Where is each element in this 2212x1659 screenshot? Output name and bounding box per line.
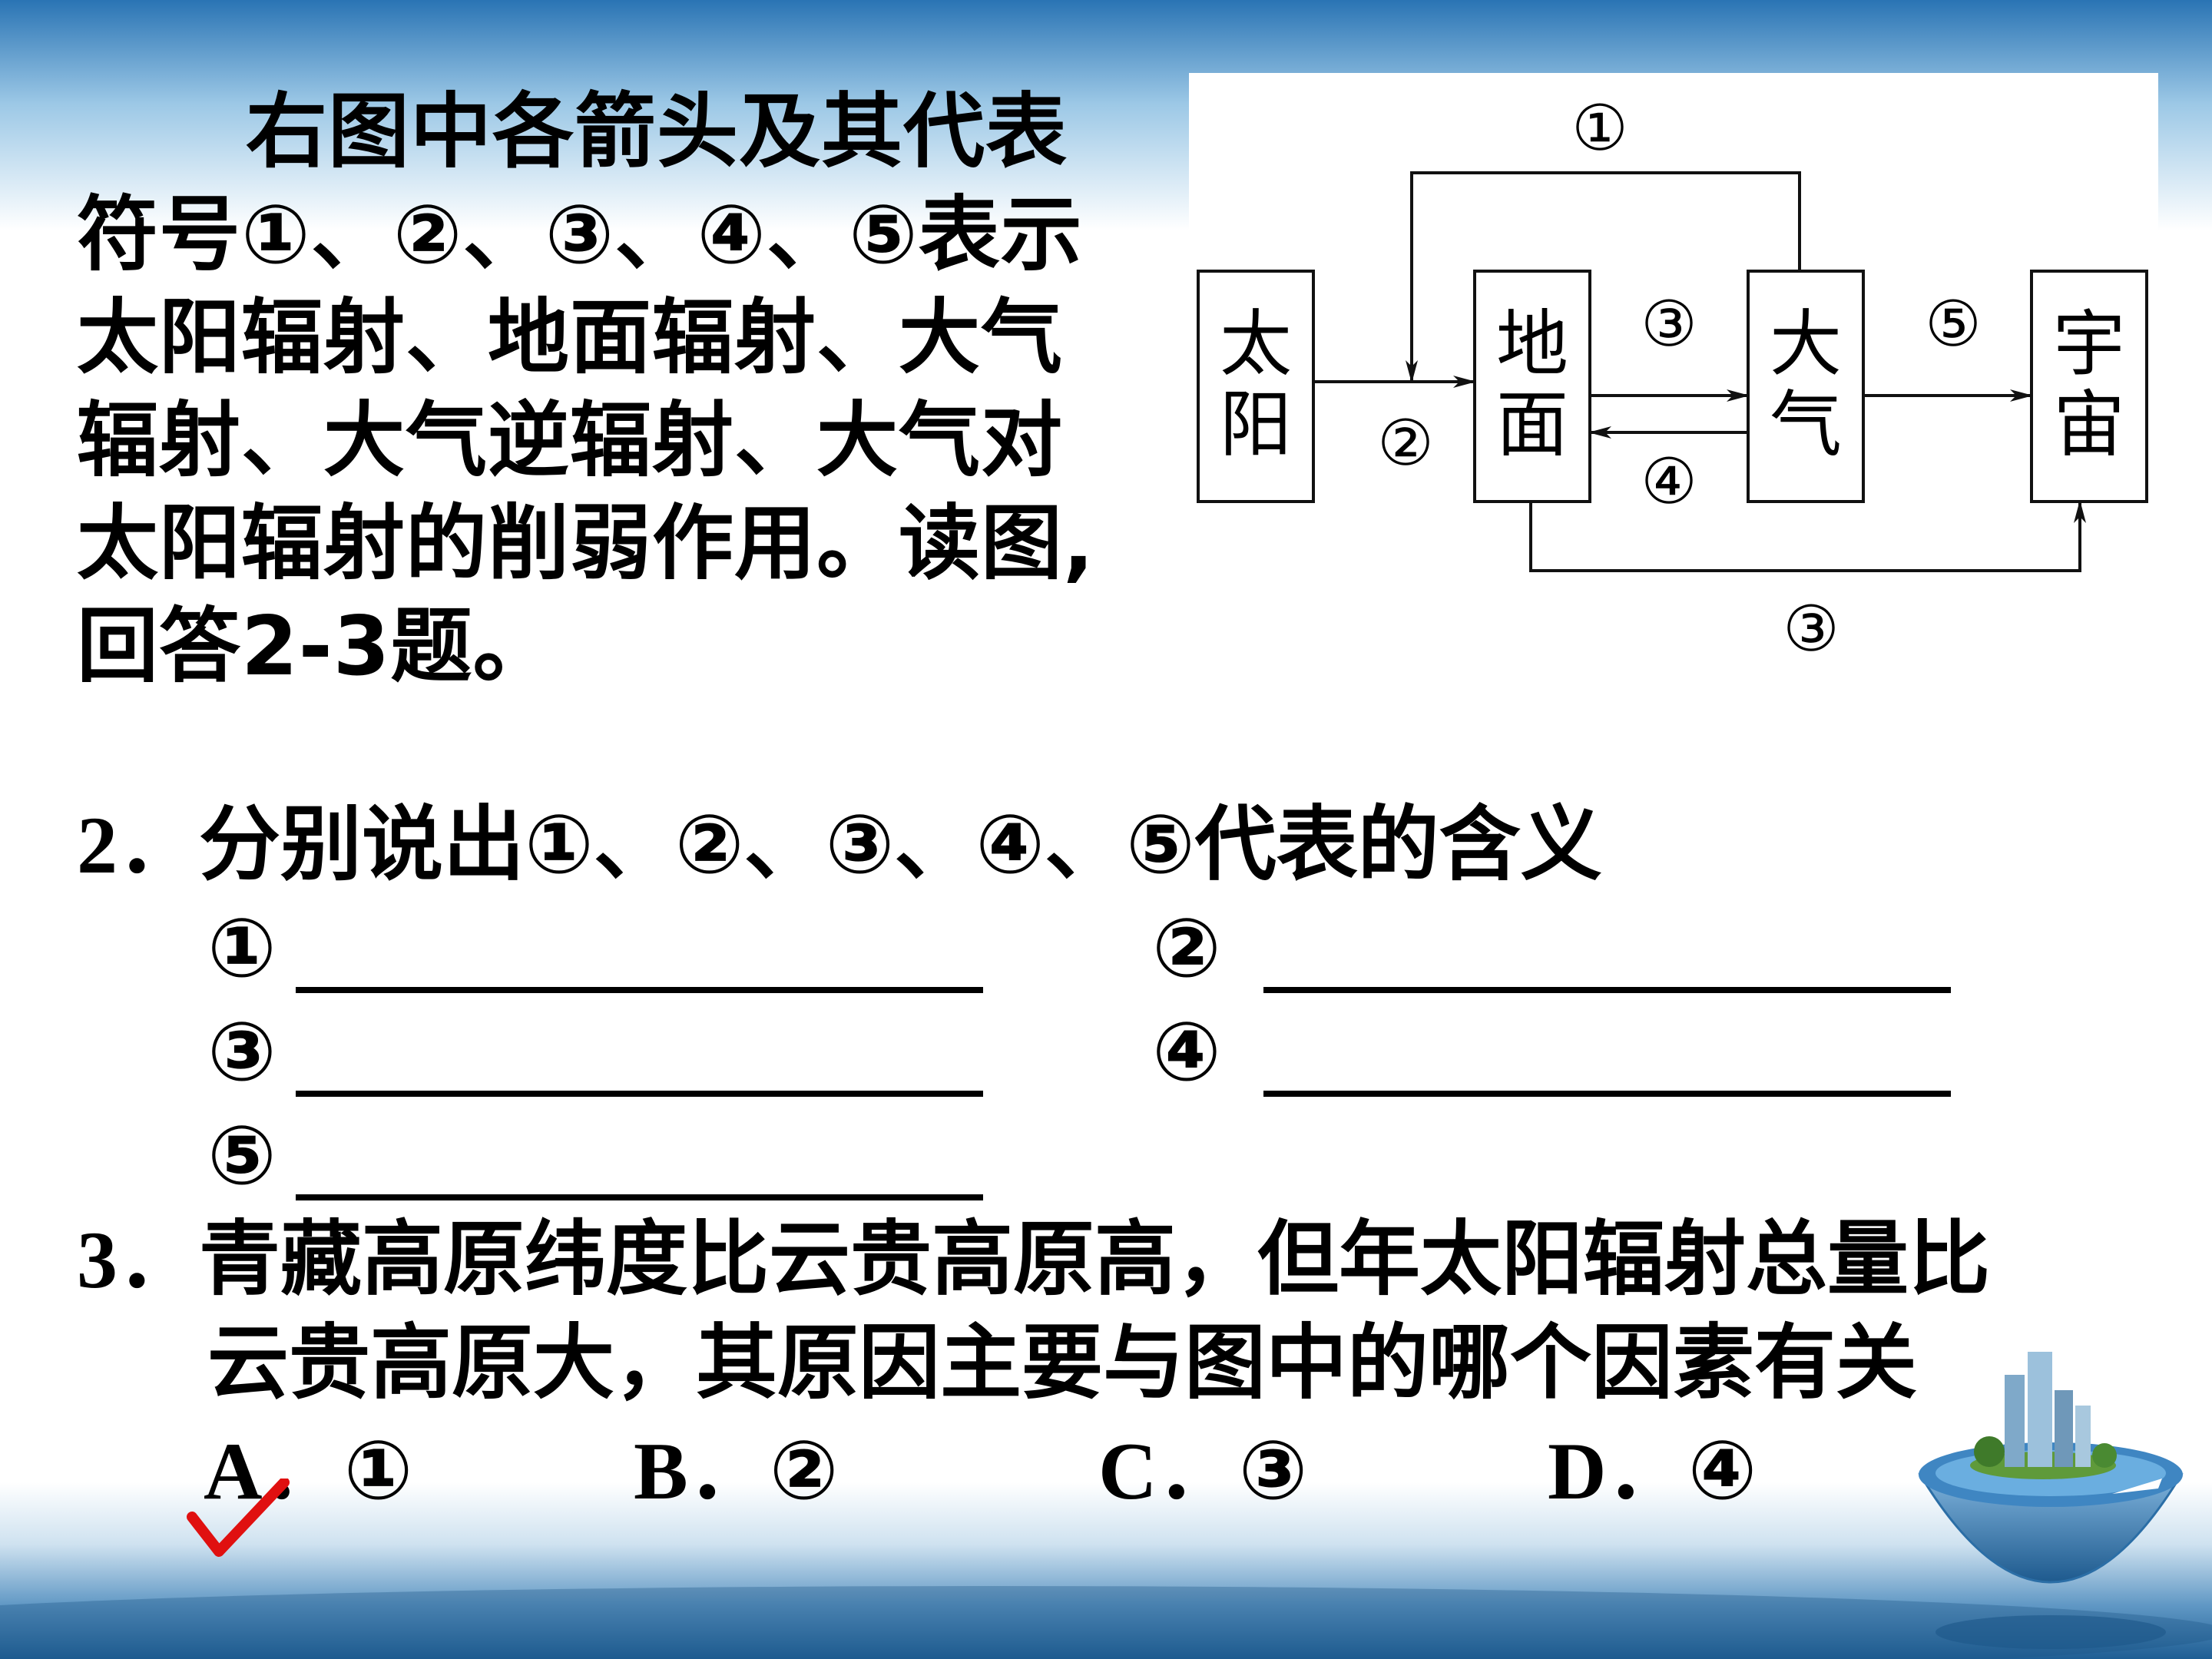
label-atmosphere-to-space: ⑤ [1925,288,1982,361]
arrow-atmosphere-to-ground-top [1406,171,1801,383]
box-atmosphere [1747,270,1865,503]
box-atmosphere-label-2: 气 [1770,383,1842,467]
option-c-value: ③ [1238,1423,1308,1518]
radiation-flow-diagram: 太 阳 地 面 大 气 宇 宙 ① ② ③ ④ ⑤ ③ [1197,92,2148,666]
label-top: ① [1571,92,1628,165]
option-b-value: ② [769,1423,839,1518]
question-intro: 右图中各箭头及其代表符号①、②、③、④、⑤表示太阳辐射、地面辐射、大气辐射、大气… [77,84,1095,694]
globe-city-illustration [1918,1352,2184,1649]
q3-stem-1: 青藏高原纬度比云贵高原高，但年太阳辐射总量比 [199,1212,1990,1306]
q2-stem-line: 2．分别说出①、②、③、④、⑤代表的含义 [77,799,1602,892]
q3-stem-line-2: 云贵高原大，其原因主要与图中的哪个因素有关 [207,1316,1917,1410]
q2-blank-2-label: ② [1152,901,1221,995]
q2-number: 2． [77,800,199,890]
option-d-value: ④ [1687,1423,1757,1518]
q2-blank-1-label: ① [207,901,276,995]
box-ground-label-2: 面 [1496,383,1568,467]
q2-blank-4-label: ④ [1152,1005,1221,1099]
option-c-letter: C． [1098,1426,1239,1516]
option-b-letter: B． [634,1426,770,1516]
q2-blank-4[interactable] [1263,1091,1951,1097]
q2-blank-2[interactable] [1263,987,1951,993]
option-a-value: ① [343,1423,413,1518]
box-sun [1197,270,1315,503]
box-space-label-2: 宙 [2053,383,2125,467]
q2-blank-1[interactable] [296,987,983,993]
option-d-letter: D． [1548,1426,1688,1516]
label-bottom: ③ [1783,593,1839,666]
q2-stem: 分别说出①、②、③、④、⑤代表的含义 [199,797,1602,892]
option-b[interactable]: B．② [634,1425,838,1518]
q2-blank-5[interactable] [296,1194,983,1200]
box-atmosphere-label-1: 大 [1770,303,1842,386]
label-atmosphere-to-ground: ④ [1641,445,1697,518]
label-sun-to-ground: ② [1377,407,1434,480]
q2-blank-5-label: ⑤ [207,1108,276,1203]
box-sun-label-1: 太 [1220,303,1292,386]
arrow-ground-to-space-bottom [1529,500,2086,572]
radiation-diagram-panel: 太 阳 地 面 大 气 宇 宙 ① ② ③ ④ ⑤ ③ [1189,73,2158,687]
option-d[interactable]: D．④ [1548,1425,1757,1518]
option-a[interactable]: A．① [204,1425,412,1518]
q2-blank-3-label: ③ [207,1005,276,1099]
box-ground-label-1: 地 [1496,303,1568,386]
option-c[interactable]: C．③ [1098,1425,1307,1518]
q3-stem-line-1: 3．青藏高原纬度比云贵高原高，但年太阳辐射总量比 [77,1214,1990,1306]
check-mark-icon [187,1479,290,1557]
box-sun-label-2: 阳 [1220,383,1292,467]
q3-number: 3． [77,1215,199,1305]
q2-blank-3[interactable] [296,1091,983,1097]
box-space [2030,270,2148,503]
box-space-label-1: 宇 [2053,303,2125,386]
label-ground-to-atmosphere: ③ [1641,288,1697,361]
